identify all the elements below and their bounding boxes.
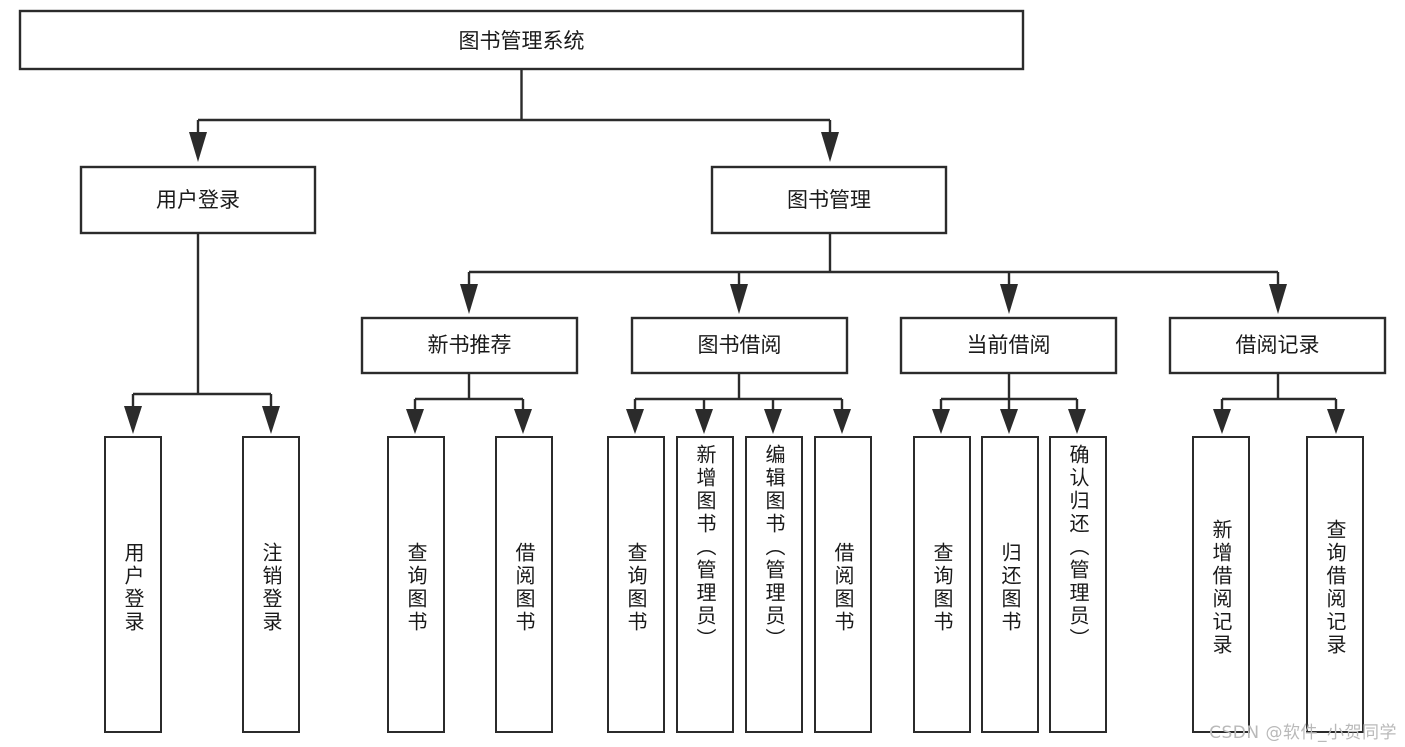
node-user-login-box[interactable] — [79, 165, 317, 235]
edge-group-bookborrow-to-leaves — [626, 373, 851, 434]
node-new-book-recommend[interactable]: 新书推荐 — [360, 316, 579, 375]
leaf-logout-login[interactable]: 注销登录 — [242, 436, 300, 733]
leaf-add-book[interactable]: 新增图书（管理员） — [676, 436, 734, 733]
arrow-head-icon — [124, 406, 142, 434]
leaf-logout-login-label: 注销登录 — [259, 541, 283, 634]
node-book-borrow-box[interactable] — [630, 316, 849, 375]
edge-group-userlogin-to-leaves — [124, 233, 280, 434]
node-user-login[interactable]: 用户登录 — [79, 165, 317, 235]
arrow-head-icon — [833, 409, 851, 434]
arrow-head-icon — [514, 409, 532, 434]
node-root-box[interactable] — [18, 9, 1025, 71]
leaf-query-book-2[interactable]: 查询图书 — [607, 436, 665, 733]
node-root[interactable]: 图书管理系统 — [18, 9, 1025, 71]
leaf-borrow-book-2-label: 借阅图书 — [831, 541, 855, 634]
leaf-query-record-label: 查询借阅记录 — [1323, 518, 1347, 657]
arrow-head-icon — [764, 409, 782, 434]
leaf-query-book-3[interactable]: 查询图书 — [913, 436, 971, 733]
leaf-query-book-1-label: 查询图书 — [404, 541, 428, 634]
leaf-confirm-return[interactable]: 确认归还（管理员） — [1049, 436, 1107, 733]
arrow-head-icon — [262, 406, 280, 434]
node-book-management[interactable]: 图书管理 — [710, 165, 948, 235]
node-borrow-record[interactable]: 借阅记录 — [1168, 316, 1387, 375]
leaf-return-book-label: 归还图书 — [998, 541, 1022, 634]
arrow-head-icon — [1068, 409, 1086, 434]
arrow-head-icon — [730, 284, 748, 314]
arrow-head-icon — [1000, 284, 1018, 314]
leaf-confirm-return-label: 确认归还（管理员） — [1066, 444, 1090, 651]
edge-group-root-to-level2 — [189, 69, 839, 162]
leaf-edit-book-label: 编辑图书（管理员） — [762, 444, 786, 651]
leaf-add-record[interactable]: 新增借阅记录 — [1192, 436, 1250, 733]
leaf-edit-book[interactable]: 编辑图书（管理员） — [745, 436, 803, 733]
node-book-borrow[interactable]: 图书借阅 — [630, 316, 849, 375]
arrow-head-icon — [460, 284, 478, 314]
node-new-book-recommend-label: 新书推荐 — [428, 333, 512, 357]
edge-group-newbook-to-leaves — [406, 373, 532, 434]
leaf-borrow-book-1[interactable]: 借阅图书 — [495, 436, 553, 733]
leaf-return-book[interactable]: 归还图书 — [981, 436, 1039, 733]
node-book-management-label: 图书管理 — [787, 188, 871, 212]
leaf-add-record-label: 新增借阅记录 — [1209, 518, 1233, 657]
arrow-head-icon — [189, 132, 207, 162]
arrow-head-icon — [932, 409, 950, 434]
node-book-management-box[interactable] — [710, 165, 948, 235]
arrow-head-icon — [626, 409, 644, 434]
leaf-user-login[interactable]: 用户登录 — [104, 436, 162, 733]
leaf-user-login-label: 用户登录 — [121, 541, 145, 634]
node-book-borrow-label: 图书借阅 — [698, 333, 782, 357]
node-current-borrow-box[interactable] — [899, 316, 1118, 375]
leaf-borrow-book-2[interactable]: 借阅图书 — [814, 436, 872, 733]
edge-group-borrowrecord-to-leaves — [1213, 373, 1345, 434]
node-root-label: 图书管理系统 — [459, 29, 585, 53]
node-current-borrow-label: 当前借阅 — [967, 333, 1051, 357]
arrow-head-icon — [1000, 409, 1018, 434]
leaf-query-record[interactable]: 查询借阅记录 — [1306, 436, 1364, 733]
arrow-head-icon — [821, 132, 839, 162]
edge-group-bookmgmt-to-level3 — [460, 233, 1287, 314]
edge-group-currentborrow-to-leaves — [932, 373, 1086, 434]
node-new-book-recommend-box[interactable] — [360, 316, 579, 375]
arrow-head-icon — [1327, 409, 1345, 434]
leaf-query-book-1[interactable]: 查询图书 — [387, 436, 445, 733]
arrow-head-icon — [1269, 284, 1287, 314]
arrow-head-icon — [1213, 409, 1231, 434]
leaf-borrow-book-1-label: 借阅图书 — [512, 541, 536, 634]
arrow-head-icon — [695, 409, 713, 434]
node-user-login-label: 用户登录 — [156, 188, 240, 212]
node-current-borrow[interactable]: 当前借阅 — [899, 316, 1118, 375]
node-borrow-record-box[interactable] — [1168, 316, 1387, 375]
leaf-add-book-label: 新增图书（管理员） — [693, 444, 717, 651]
leaf-query-book-2-label: 查询图书 — [624, 541, 648, 634]
leaf-query-book-3-label: 查询图书 — [930, 541, 954, 634]
node-borrow-record-label: 借阅记录 — [1236, 333, 1320, 357]
arrow-head-icon — [406, 409, 424, 434]
